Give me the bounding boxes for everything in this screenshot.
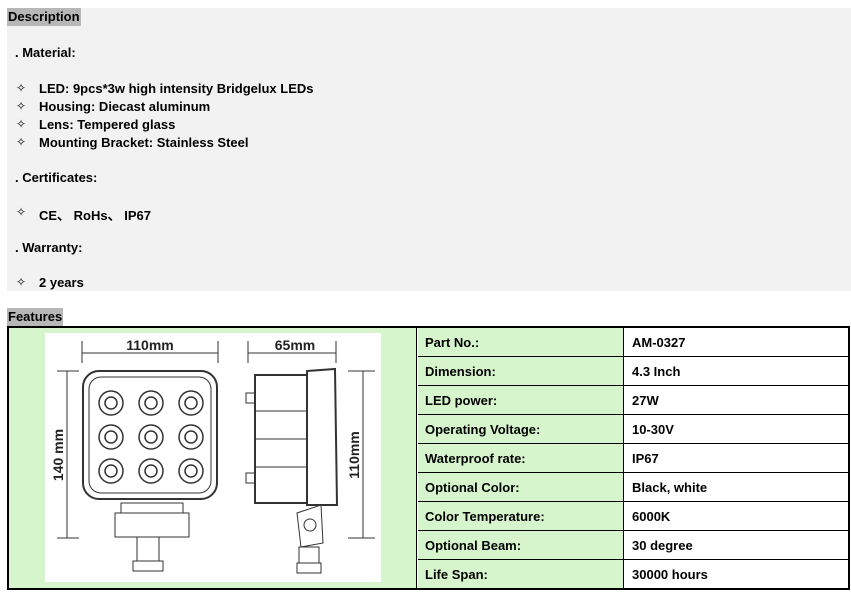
- table-row: Optional Beam: 30 degree: [418, 531, 848, 560]
- spec-label: Part No.:: [425, 335, 480, 350]
- description-heading: Description: [7, 8, 81, 26]
- description-panel: . Material: ✧ LED: 9pcs*3w high intensit…: [7, 8, 851, 291]
- warranty-item-text: 2 years: [39, 275, 84, 290]
- spec-value: 27W: [632, 393, 659, 408]
- side-height-label: 110mm: [346, 431, 362, 478]
- spec-table: Part No.: AM-0327 Dimension: 4.3 Inch LE…: [418, 328, 848, 588]
- material-item-text: Mounting Bracket: Stainless Steel: [39, 135, 249, 150]
- work-light-drawing: 110mm 65mm 140 mm 110mm: [50, 337, 375, 574]
- table-row: LED power: 27W: [418, 386, 848, 415]
- material-item-text: Lens: Tempered glass: [39, 117, 176, 132]
- spec-label: Waterproof rate:: [425, 451, 526, 466]
- features-table: 110mm 65mm 140 mm 110mm Part No.: AM-032…: [7, 326, 850, 590]
- spec-value: Black, white: [632, 480, 708, 495]
- table-row: Dimension: 4.3 Inch: [418, 357, 848, 386]
- spec-value: 10-30V: [632, 422, 674, 437]
- bullet-icon: ✧: [15, 81, 27, 95]
- spec-label: Life Span:: [425, 567, 488, 582]
- material-title: . Material:: [15, 45, 76, 60]
- material-item-text: LED: 9pcs*3w high intensity Bridgelux LE…: [39, 81, 314, 96]
- spec-value: 30 degree: [632, 538, 693, 553]
- spec-label: LED power:: [425, 393, 498, 408]
- product-image-cell: 110mm 65mm 140 mm 110mm: [9, 328, 417, 588]
- bullet-icon: ✧: [15, 275, 27, 289]
- led-array-icon: [98, 390, 204, 484]
- table-row: Waterproof rate: IP67: [418, 444, 848, 473]
- table-row: Color Temperature: 6000K: [418, 502, 848, 531]
- spec-label: Color Temperature:: [425, 509, 545, 524]
- spec-value: 30000 hours: [632, 567, 708, 582]
- bullet-icon: ✧: [15, 99, 27, 113]
- spec-value: 6000K: [632, 509, 671, 524]
- depth-label: 65mm: [275, 337, 315, 353]
- warranty-title: . Warranty:: [15, 240, 83, 255]
- dimension-drawing: 110mm 65mm 140 mm 110mm: [45, 333, 381, 582]
- spec-label: Operating Voltage:: [425, 422, 541, 437]
- spec-value: 4.3 Inch: [632, 364, 681, 379]
- spec-label: Dimension:: [425, 364, 496, 379]
- certificates-title: . Certificates:: [15, 170, 98, 185]
- width-label: 110mm: [126, 337, 173, 353]
- certificates-item-text: CE、 RoHs、 IP67: [39, 208, 151, 223]
- spec-value: AM-0327: [632, 335, 686, 350]
- table-row: Part No.: AM-0327: [418, 328, 848, 357]
- bullet-icon: ✧: [15, 117, 27, 131]
- table-row: Life Span: 30000 hours: [418, 560, 848, 589]
- bullet-icon: ✧: [15, 135, 27, 149]
- material-item-text: Housing: Diecast aluminum: [39, 99, 211, 114]
- bullet-icon: ✧: [15, 205, 27, 219]
- spec-value: IP67: [632, 451, 659, 466]
- height-label: 140 mm: [50, 429, 66, 481]
- features-heading: Features: [7, 308, 64, 326]
- spec-label: Optional Color:: [425, 480, 520, 495]
- spec-label: Optional Beam:: [425, 538, 522, 553]
- table-row: Optional Color: Black, white: [418, 473, 848, 502]
- table-row: Operating Voltage: 10-30V: [418, 415, 848, 444]
